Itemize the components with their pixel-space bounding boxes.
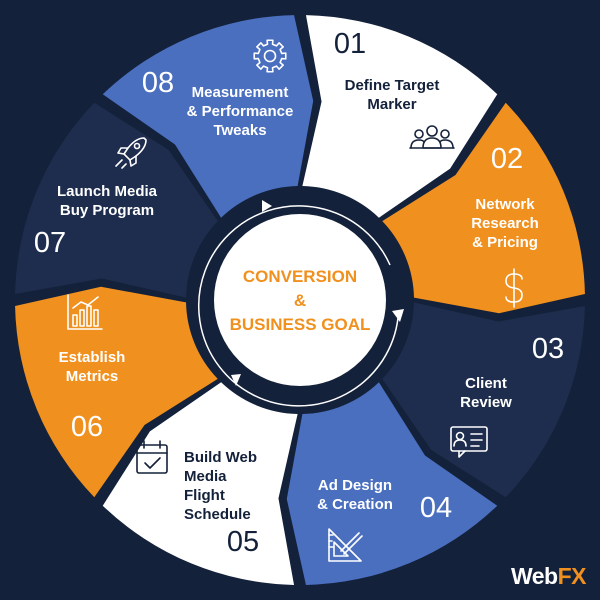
- step-label-line: & Performance: [187, 103, 294, 120]
- center-title-line-1: CONVERSION: [243, 267, 357, 286]
- step-label-line: Measurement: [192, 84, 289, 101]
- center-title-line-3: BUSINESS GOAL: [230, 315, 371, 334]
- logo-web: Web: [510, 563, 558, 589]
- step-segment-05: [102, 382, 298, 585]
- step-number-01: 01: [334, 28, 366, 60]
- logo-fx: FX: [557, 563, 587, 589]
- center-arrow-ring: [198, 205, 399, 407]
- step-number-07: 07: [34, 227, 66, 259]
- rocket-icon: [115, 137, 147, 169]
- step-label-line: Media: [184, 468, 227, 485]
- profile-card-icon: [450, 426, 488, 458]
- step-label-line: Review: [460, 394, 512, 411]
- step-label-line: Establish: [59, 349, 126, 366]
- step-label-line: Network: [475, 196, 535, 213]
- step-label-04: Ad Design & Creation: [317, 477, 393, 513]
- center-hub: CONVERSION & BUSINESS GOAL: [198, 200, 404, 407]
- step-segment-01: [302, 15, 498, 218]
- dollar-icon: [505, 268, 523, 308]
- bar-chart-icon: [67, 294, 103, 330]
- center-title-line-2: &: [294, 291, 306, 310]
- step-label-line: Metrics: [66, 368, 119, 385]
- center-circle: [214, 214, 386, 386]
- step-segment-07: [15, 102, 218, 298]
- step-number-03: 03: [532, 333, 564, 365]
- design-tools-icon: [328, 528, 363, 562]
- step-label-line: Flight: [184, 487, 225, 504]
- step-number-05: 05: [227, 526, 259, 558]
- step-label-line: Client: [465, 375, 507, 392]
- step-number-04: 04: [420, 492, 452, 524]
- arrow-head-top-icon: [262, 200, 272, 212]
- step-label-line: Research: [471, 215, 539, 232]
- step-label-line: Tweaks: [213, 122, 266, 139]
- step-label-line: Launch Media: [57, 183, 158, 200]
- step-label-line: & Creation: [317, 496, 393, 513]
- arrow-head-right-icon: [392, 309, 404, 322]
- step-segment-08: [102, 15, 314, 218]
- step-label-line: Buy Program: [60, 202, 154, 219]
- step-segment-02: [382, 102, 585, 314]
- step-segment-03: [382, 302, 585, 498]
- gear-icon: [253, 39, 287, 73]
- webfx-logo: WebFX: [510, 563, 587, 590]
- step-label-line: Schedule: [184, 506, 251, 523]
- step-label-line: Ad Design: [318, 477, 392, 494]
- step-segment-06: [15, 286, 218, 498]
- calendar-check-icon: [136, 440, 168, 474]
- users-icon: [409, 125, 455, 149]
- step-label-line: Define Target: [345, 77, 440, 94]
- step-number-06: 06: [71, 411, 103, 443]
- step-segment-04: [286, 382, 498, 585]
- step-label-line: Build Web: [184, 449, 257, 466]
- step-label-line: Marker: [367, 96, 416, 113]
- step-label-line: & Pricing: [472, 234, 538, 251]
- arrow-head-bottom-left-icon: [231, 374, 241, 386]
- step-number-02: 02: [491, 143, 523, 175]
- step-number-08: 08: [142, 67, 174, 99]
